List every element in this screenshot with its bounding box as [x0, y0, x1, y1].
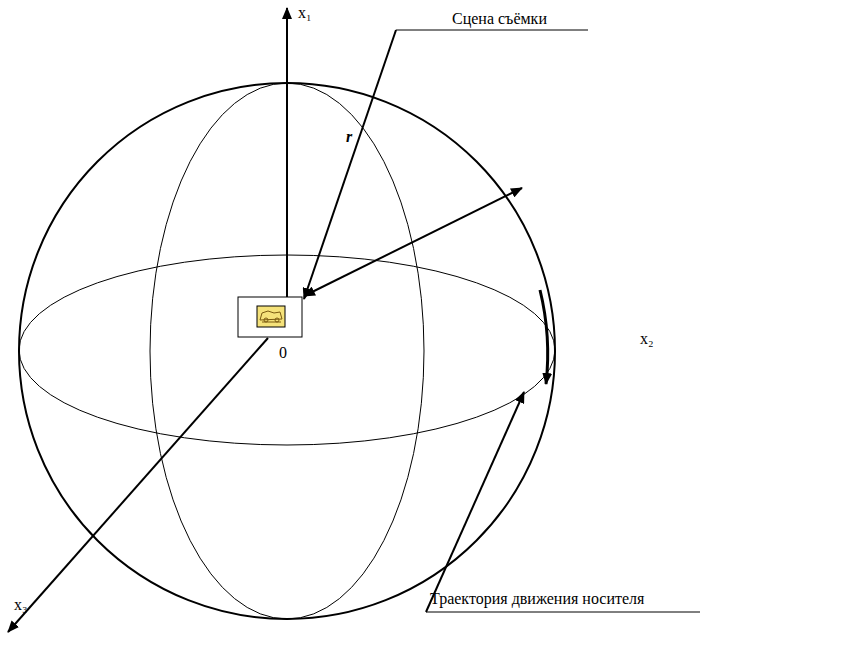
- scene-box: [238, 297, 302, 337]
- callout-leader: [304, 30, 396, 299]
- radius-label: r: [346, 128, 352, 146]
- callout-underline: [396, 30, 588, 31]
- scene-icon: [257, 306, 285, 327]
- callout-text: Сцена съёмки: [452, 10, 547, 28]
- trajectory-arc: [540, 290, 548, 384]
- origin-label: 0: [279, 344, 287, 362]
- axis-label: x₂: [640, 330, 654, 348]
- callout-leader: [426, 392, 524, 612]
- x3-axis: [8, 338, 268, 632]
- axis-label: x₃: [14, 596, 28, 614]
- callout-underline: [426, 612, 700, 613]
- scene-sketch-wheel: [275, 318, 279, 322]
- scene-sketch-wheel: [264, 318, 268, 322]
- callout-text: Траектория движения носителя: [430, 590, 644, 608]
- x1-axis: [286, 8, 288, 297]
- scene-sketch: [260, 311, 282, 322]
- axis-label: x₁: [298, 4, 312, 22]
